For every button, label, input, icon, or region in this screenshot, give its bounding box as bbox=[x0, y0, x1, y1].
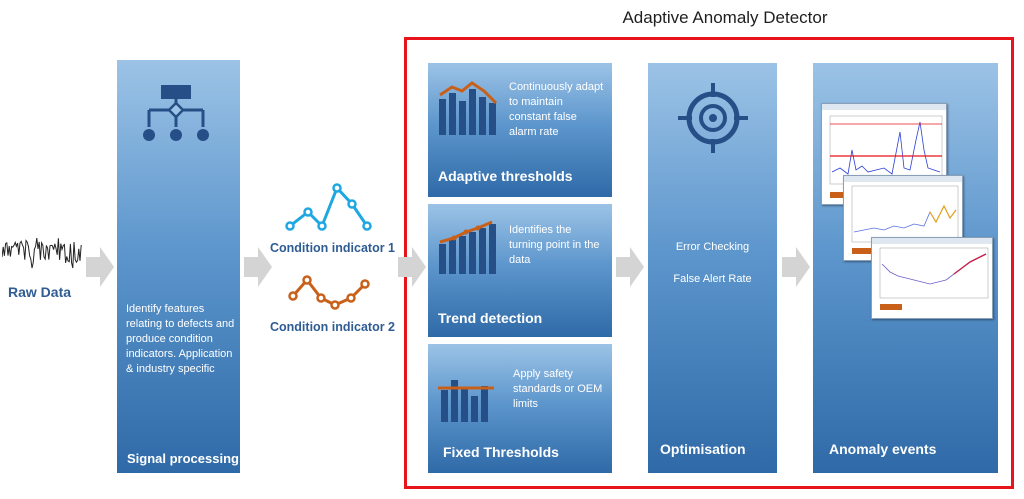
trend-detection-panel: Identifies the turning point in the data… bbox=[428, 204, 612, 337]
condition-indicator-2-icon bbox=[288, 275, 370, 310]
signal-processing-panel: Identify features relating to defects an… bbox=[117, 60, 240, 473]
adaptive-thresholds-title: Adaptive thresholds bbox=[438, 168, 573, 184]
trend-chart-icon bbox=[439, 220, 496, 274]
flow-arrow-icon bbox=[86, 247, 114, 287]
diagram-title: Adaptive Anomaly Detector bbox=[622, 8, 828, 27]
condition-indicator-2-label: Condition indicator 2 bbox=[270, 320, 395, 334]
anomaly-screenshot-thumbnail bbox=[821, 103, 947, 205]
hierarchy-icon bbox=[143, 85, 209, 141]
raw-signal-waveform-icon bbox=[2, 238, 82, 269]
fixed-thresholds-description: Apply safety standards or OEM limits bbox=[513, 368, 603, 410]
anomaly-screenshot-thumbnail bbox=[871, 237, 993, 319]
adaptive-threshold-chart-icon bbox=[439, 81, 498, 135]
adaptive-thresholds-description: Continuously adapt to maintain constant … bbox=[509, 81, 604, 138]
fixed-threshold-chart-icon bbox=[438, 380, 494, 422]
trend-detection-title: Trend detection bbox=[438, 310, 543, 326]
fixed-thresholds-title: Fixed Thresholds bbox=[443, 444, 559, 460]
fixed-thresholds-panel: Apply safety standards or OEM limits Fix… bbox=[428, 344, 612, 473]
raw-data-label: Raw Data bbox=[8, 284, 72, 300]
optimisation-item-false-alert-rate: False Alert Rate bbox=[673, 273, 752, 285]
flow-arrow-icon bbox=[398, 247, 426, 287]
flow-arrow-icon bbox=[616, 247, 644, 287]
anomaly-events-panel: Anomaly events bbox=[813, 63, 998, 473]
condition-indicator-1-label: Condition indicator 1 bbox=[270, 241, 395, 255]
optimisation-title: Optimisation bbox=[660, 441, 746, 457]
signal-processing-description: Identify features relating to defects an… bbox=[126, 303, 235, 375]
optimisation-item-error-checking: Error Checking bbox=[675, 241, 750, 253]
target-icon bbox=[678, 83, 748, 153]
condition-indicator-1-icon bbox=[285, 183, 372, 231]
signal-processing-title: Signal processing bbox=[127, 451, 239, 466]
anomaly-events-title: Anomaly events bbox=[829, 441, 937, 457]
flow-arrow-icon bbox=[244, 247, 272, 287]
adaptive-thresholds-panel: Continuously adapt to maintain constant … bbox=[428, 63, 612, 197]
trend-detection-description: Identifies the turning point in the data bbox=[509, 224, 600, 266]
flow-arrow-icon bbox=[782, 247, 810, 287]
optimisation-panel: Error Checking False Alert Rate Optimisa… bbox=[648, 63, 777, 473]
